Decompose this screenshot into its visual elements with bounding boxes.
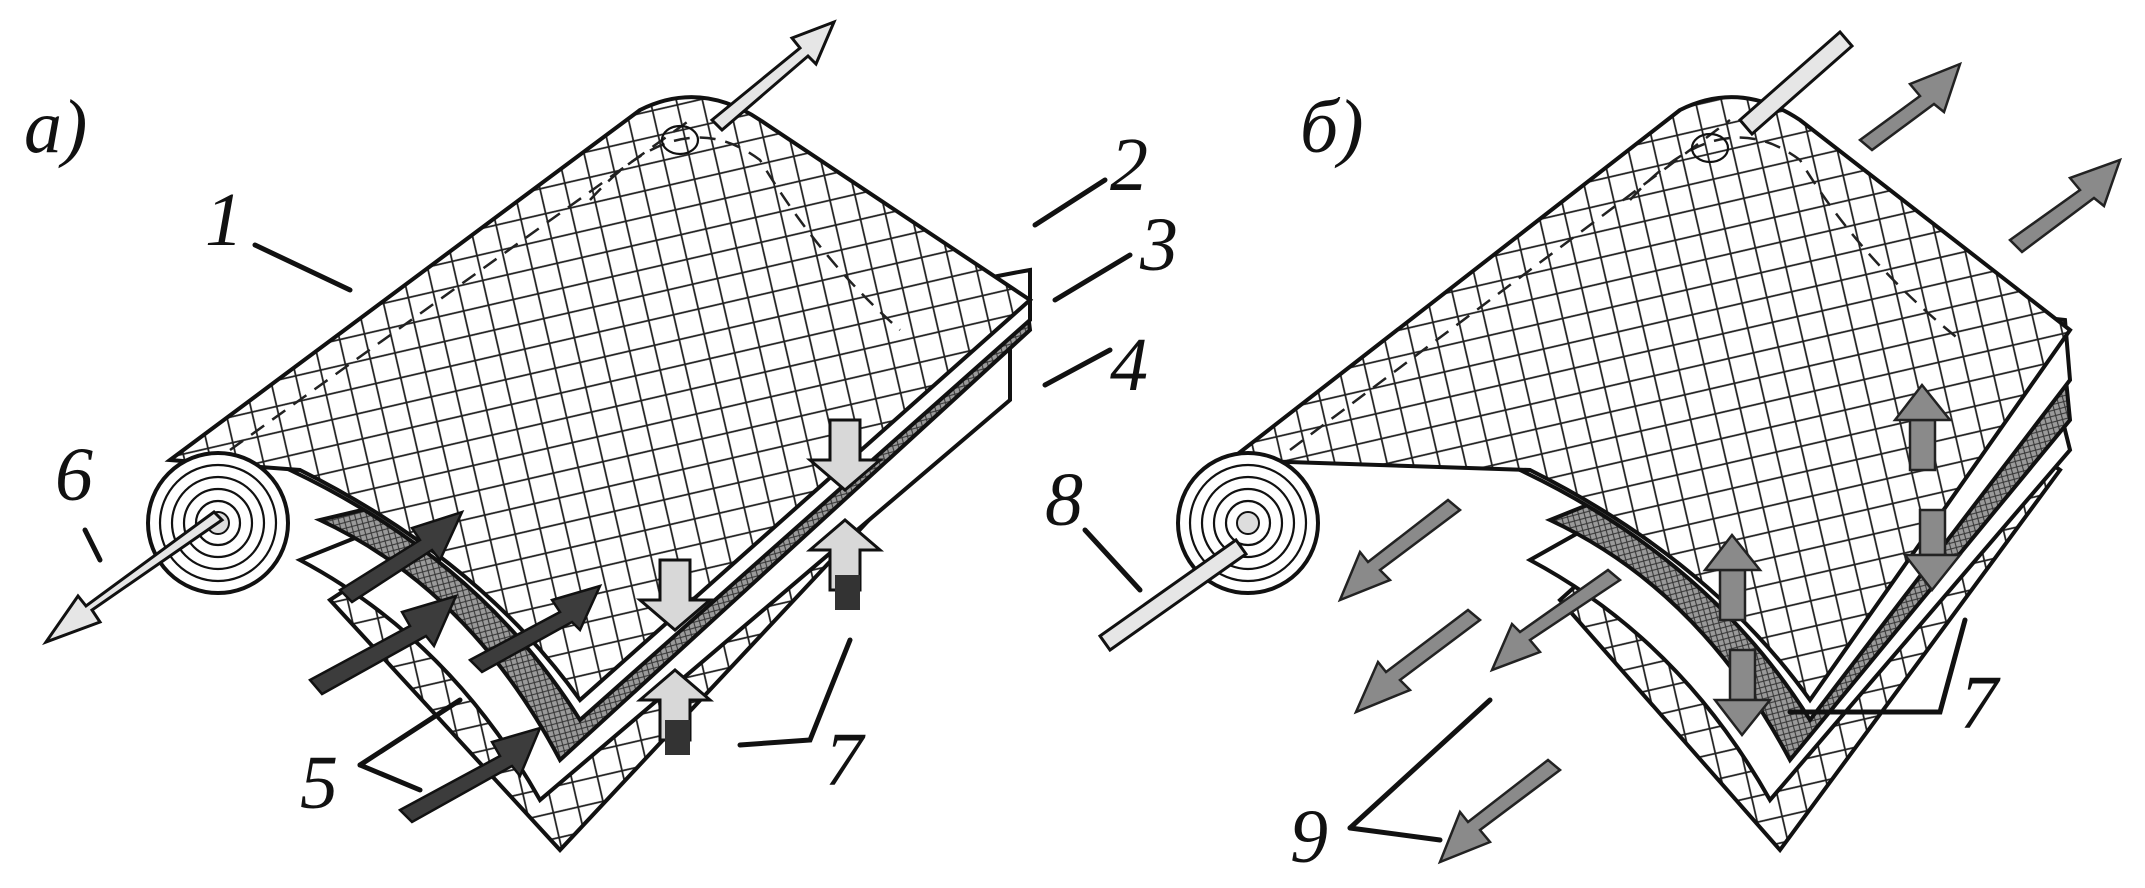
top-axial-arrow — [709, 19, 837, 133]
feed-arrow-1 — [338, 509, 465, 604]
top-crease-line-b — [1289, 119, 1731, 451]
inner-dashed-curve — [589, 136, 901, 331]
cross-flow-dark-1 — [665, 720, 690, 755]
cross-flow-arrow-b2-head — [1712, 698, 1773, 738]
callout-7-b: 7 — [1960, 661, 2001, 745]
leader-4 — [1042, 347, 1113, 388]
cross-flow-arrow-b2 — [1728, 648, 1757, 702]
outflow-arrow-2 — [1353, 608, 1483, 715]
outflow-arrow-3 — [1489, 568, 1623, 673]
cross-flow-arrow-b3 — [1908, 418, 1937, 472]
feed-arrow-2 — [308, 594, 459, 696]
cross-flow-arrow-3 — [635, 668, 715, 742]
callout-5: 5 — [300, 741, 338, 825]
panel-b-label: б) — [1300, 85, 1364, 169]
leader-5b — [357, 762, 423, 793]
callout-1: 1 — [205, 178, 243, 262]
outflow-arrow-top-2 — [2008, 157, 2123, 254]
cross-flow-arrow-b4 — [1918, 508, 1947, 557]
axial-tube-arrow — [1097, 537, 1249, 653]
leader-9a — [1347, 697, 1493, 831]
callout-3: 3 — [1139, 203, 1178, 287]
inner-dashed-curve-b — [1629, 136, 1961, 341]
cross-flow-arrow-b1 — [1718, 568, 1747, 622]
permeate-outlet-arrow — [42, 510, 225, 646]
leader-8 — [1082, 527, 1143, 593]
core-tube-end-b — [1690, 132, 1730, 164]
leader-5a — [357, 697, 463, 768]
callout-9: 9 — [1290, 795, 1328, 879]
outflow-arrow-1 — [1337, 498, 1463, 603]
outflow-arrow-4 — [1437, 758, 1563, 865]
leader-6 — [82, 527, 103, 563]
leader-7b — [1787, 617, 1968, 715]
leader-3 — [1052, 252, 1133, 303]
cross-flow-arrow-4 — [805, 518, 885, 592]
callout-8: 8 — [1045, 458, 1083, 542]
callout-2: 2 — [1110, 123, 1148, 207]
callout-4: 4 — [1110, 323, 1148, 407]
cross-flow-arrow-b1-head — [1702, 532, 1763, 572]
core-tube-end — [660, 124, 700, 156]
panel-a-diagram: а) — [24, 19, 1178, 853]
wrapped-mesh-body — [164, 95, 1034, 703]
cross-flow-arrow-b4-head — [1902, 553, 1963, 593]
feed-arrow-4 — [397, 726, 543, 824]
leader-2 — [1032, 177, 1108, 228]
callout-6: 6 — [55, 433, 93, 517]
leader-1 — [252, 242, 353, 293]
top-axial-tube-b — [1737, 29, 1855, 137]
callout-7-a: 7 — [825, 718, 866, 802]
cross-flow-arrow-1 — [635, 558, 715, 632]
panel-a-label: а) — [24, 85, 87, 169]
feed-arrow-3 — [467, 584, 603, 674]
leader-7a — [737, 637, 853, 748]
wrapped-mesh-body-b — [1224, 95, 2073, 704]
outflow-arrow-top-1 — [1857, 61, 1963, 152]
panel-b-diagram: б) — [1045, 29, 2123, 879]
leader-9b — [1347, 825, 1443, 843]
cross-flow-dark-2 — [835, 575, 860, 610]
cross-flow-arrow-2 — [805, 418, 885, 492]
cross-flow-arrow-b3-head — [1892, 382, 1953, 422]
